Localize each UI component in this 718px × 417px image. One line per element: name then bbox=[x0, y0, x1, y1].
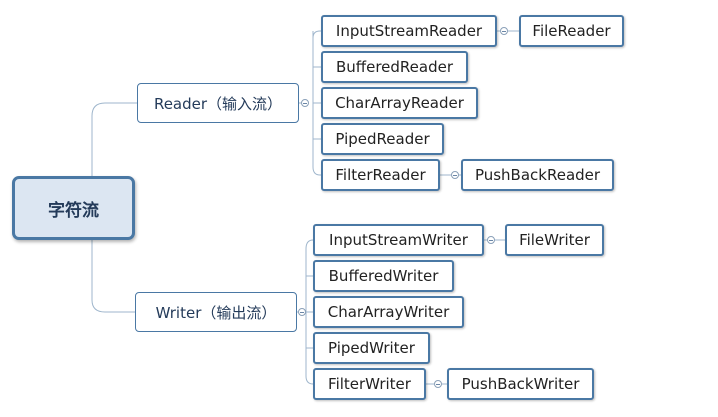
node-filereader[interactable]: FileReader bbox=[519, 15, 624, 47]
collapse-toggle-writer[interactable] bbox=[298, 308, 306, 316]
node-filterreader[interactable]: FilterReader bbox=[321, 159, 440, 191]
node-label: PipedWriter bbox=[328, 339, 415, 357]
node-label: CharArrayReader bbox=[335, 94, 464, 112]
collapse-toggle-inputstreamreader[interactable] bbox=[500, 27, 508, 35]
node-inputstreamwriter[interactable]: InputStreamWriter bbox=[313, 224, 484, 256]
node-pushbackwriter[interactable]: PushBackWriter bbox=[447, 368, 594, 400]
node-chararraywriter[interactable]: CharArrayWriter bbox=[313, 296, 464, 328]
node-chararrayreader[interactable]: CharArrayReader bbox=[321, 87, 478, 119]
branch-node-reader[interactable]: Reader（输入流） bbox=[137, 83, 299, 123]
node-label: BufferedReader bbox=[335, 58, 454, 76]
node-label: FilterReader bbox=[335, 166, 426, 184]
connector-writer-child-1 bbox=[305, 239, 314, 250]
node-inputstreamreader[interactable]: InputStreamReader bbox=[321, 15, 497, 47]
node-label: PushBackReader bbox=[474, 166, 601, 184]
connector-reader-child-1 bbox=[312, 30, 322, 40]
branch-node-writer[interactable]: Writer（输出流） bbox=[135, 292, 297, 332]
collapse-toggle-reader[interactable] bbox=[301, 99, 309, 107]
node-label: CharArrayWriter bbox=[327, 303, 450, 321]
node-pipedreader[interactable]: PipedReader bbox=[321, 123, 444, 155]
root-node-label: 字符流 bbox=[48, 200, 99, 221]
node-label: InputStreamWriter bbox=[329, 231, 468, 249]
node-pushbackreader[interactable]: PushBackReader bbox=[461, 159, 614, 191]
node-bufferedwriter[interactable]: BufferedWriter bbox=[313, 260, 454, 292]
node-label: PipedReader bbox=[335, 130, 430, 148]
node-label: FilterWriter bbox=[328, 375, 411, 393]
node-filewriter[interactable]: FileWriter bbox=[505, 224, 604, 256]
connector-root-reader bbox=[91, 102, 138, 176]
node-filterwriter[interactable]: FilterWriter bbox=[313, 368, 426, 400]
node-label: BufferedWriter bbox=[328, 267, 439, 285]
connector-reader-child-5 bbox=[312, 166, 322, 176]
branch-writer-label: Writer（输出流） bbox=[155, 303, 277, 322]
node-label: PushBackWriter bbox=[461, 375, 580, 393]
collapse-toggle-filterwriter[interactable] bbox=[434, 380, 442, 388]
collapse-toggle-filterreader[interactable] bbox=[451, 171, 459, 179]
node-label: FileWriter bbox=[519, 231, 590, 249]
node-label: InputStreamReader bbox=[335, 22, 483, 40]
connector-writer-child-5 bbox=[305, 375, 314, 385]
collapse-toggle-inputstreamwriter[interactable] bbox=[487, 236, 495, 244]
node-pipedwriter[interactable]: PipedWriter bbox=[313, 332, 430, 364]
root-node-character-stream[interactable]: 字符流 bbox=[12, 176, 135, 240]
connector-root-writer bbox=[91, 240, 136, 313]
node-bufferedreader[interactable]: BufferedReader bbox=[321, 51, 468, 83]
node-label: FileReader bbox=[532, 22, 611, 40]
branch-reader-label: Reader（输入流） bbox=[153, 94, 283, 113]
